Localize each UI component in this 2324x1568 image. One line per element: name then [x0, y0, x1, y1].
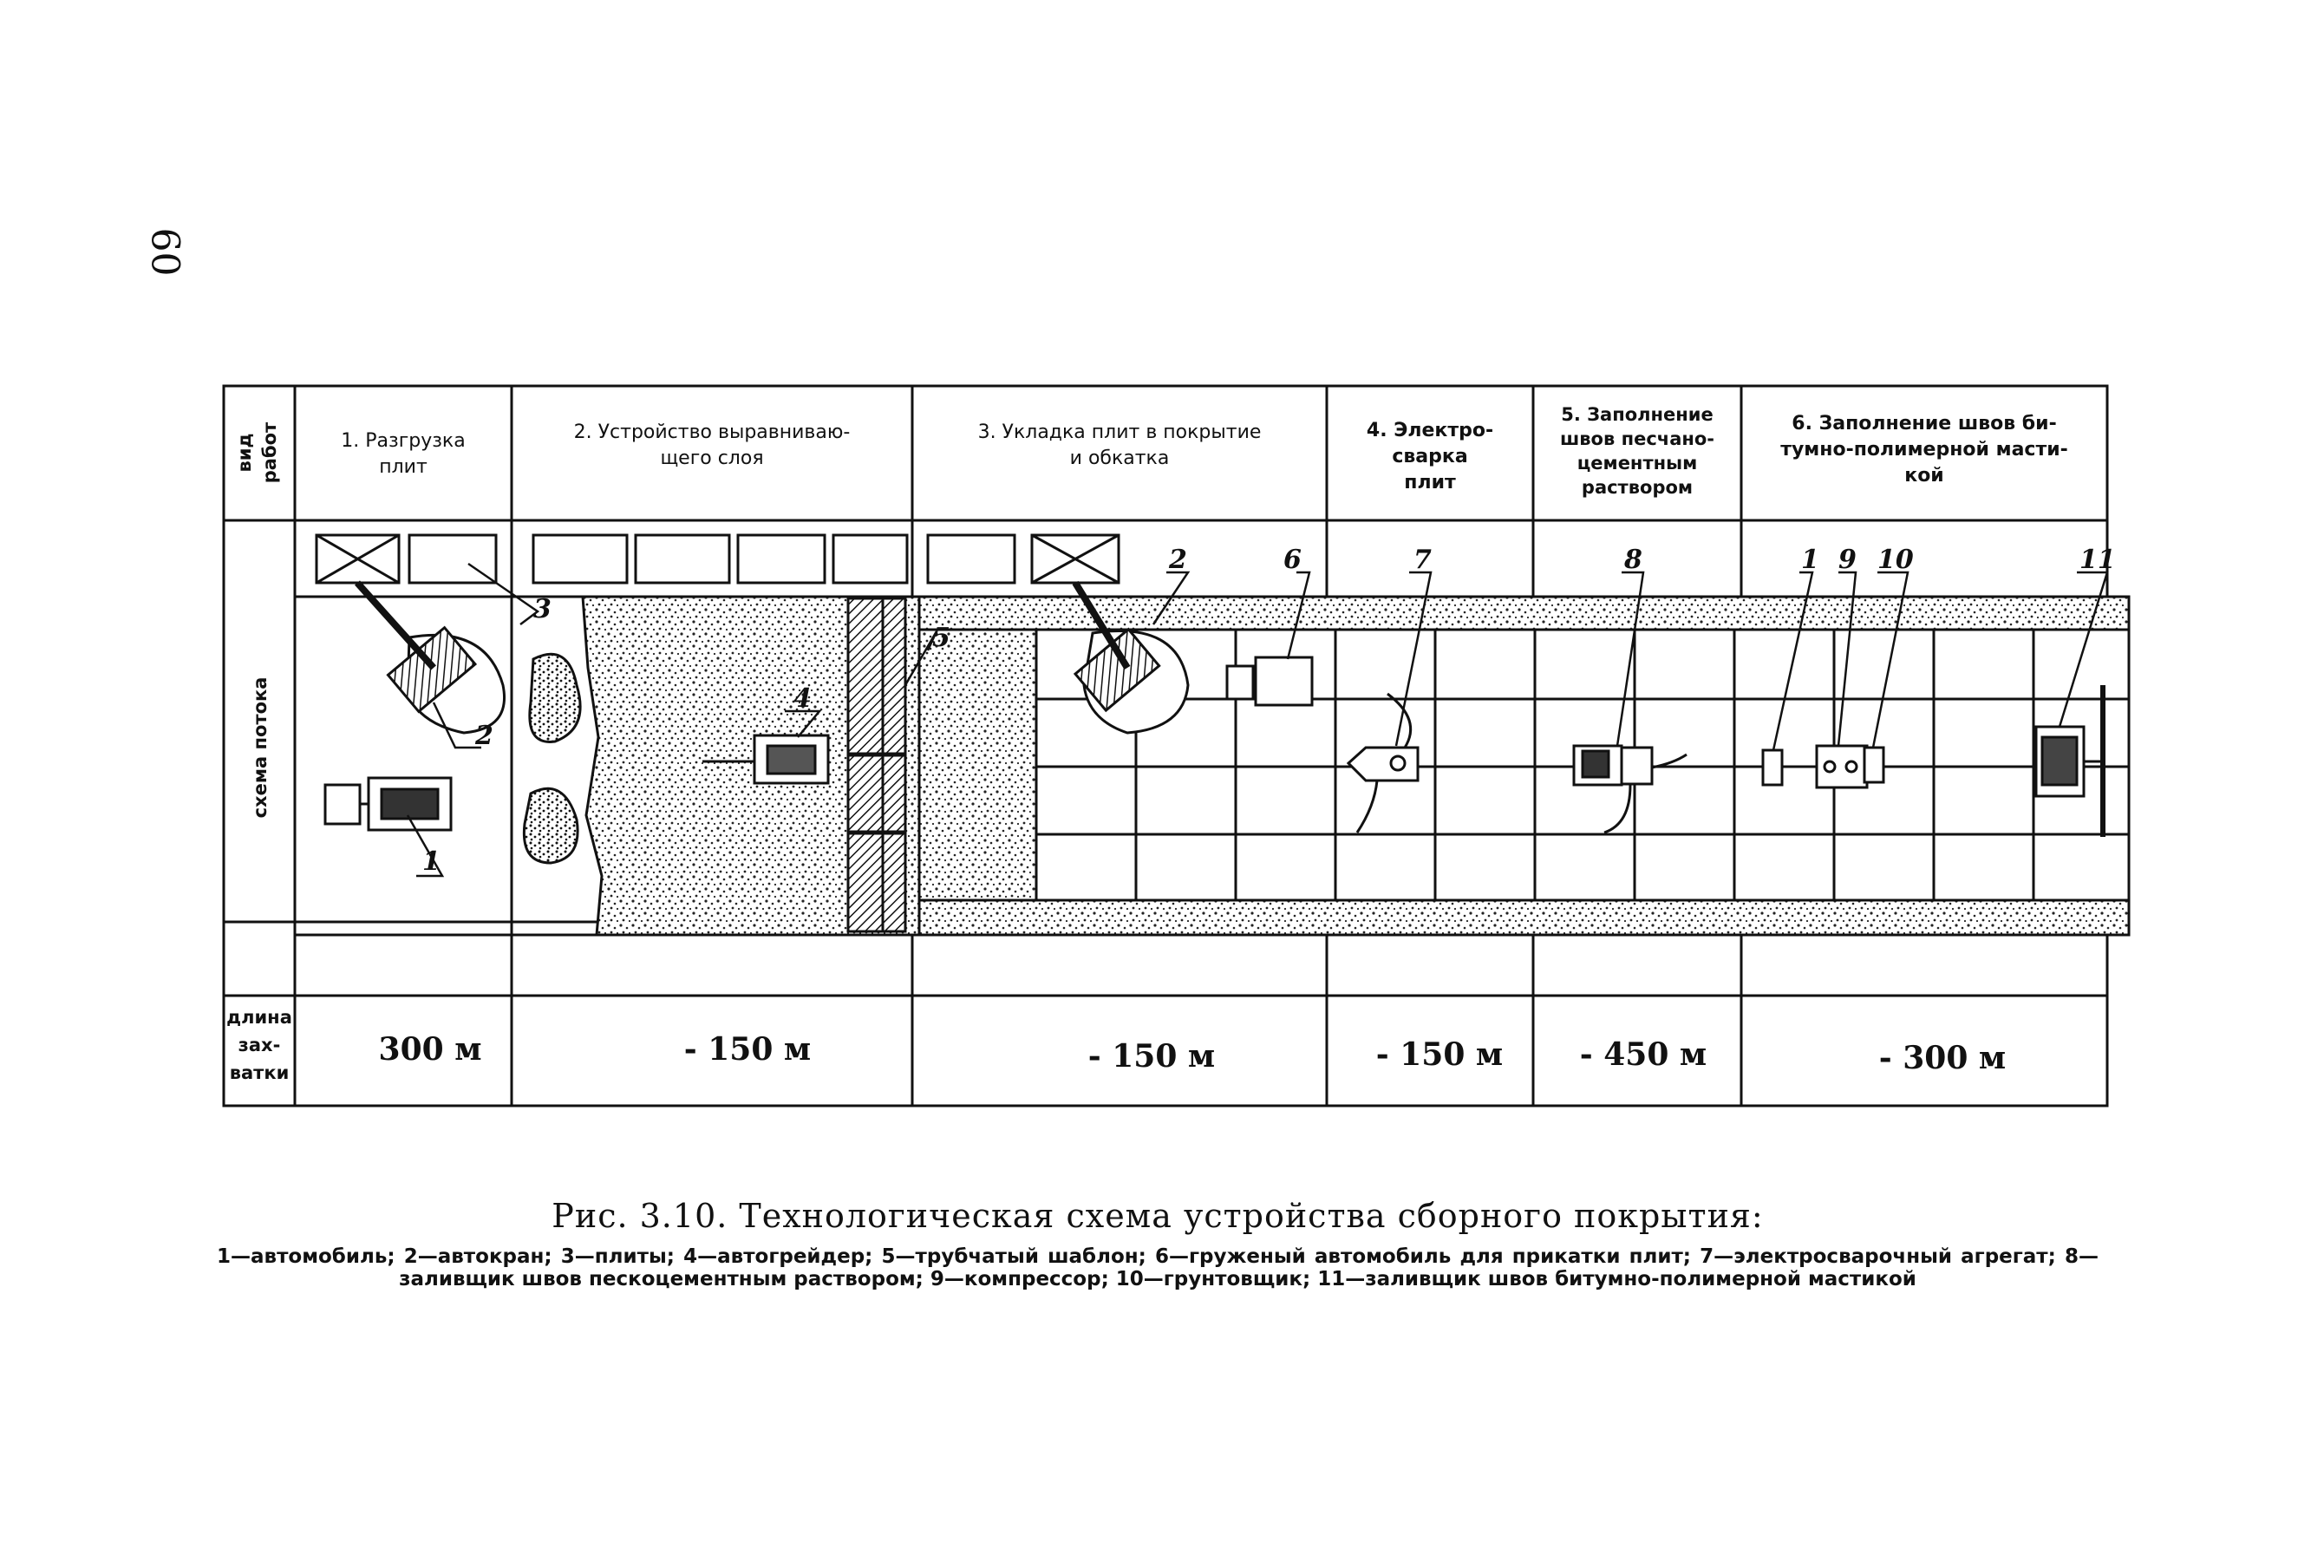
flow-scheme-drawing	[295, 533, 2131, 937]
row-label-flow-scheme: схема потока	[250, 677, 271, 819]
stage-4-title-line-1: 4. Электро-	[1367, 420, 1493, 441]
stage-6-title-line-2: тумно-полимерной масти-	[1780, 439, 2068, 461]
stage-4-title-line-2: сварка	[1392, 446, 1467, 467]
welding-unit-machine	[1346, 692, 1420, 833]
stage-2-title-line-1: 2. Устройство выравниваю-	[574, 421, 851, 443]
row-label-grip-length-2: зах-	[238, 1035, 281, 1055]
stage-2-title-line-2: щего слоя	[660, 448, 763, 469]
callout-11-mastic-filler: 11	[2079, 545, 2116, 575]
stage-headers: 1. Разгрузка плит 2. Устройство выравнив…	[341, 404, 2068, 498]
stage-5-title-line-2: швов песчано-	[1560, 428, 1714, 449]
callout-9-compressor: 9	[1838, 545, 1857, 575]
callout-numbers: 1 2 3 4 5 6 7 8 1 9 10 11 2	[422, 545, 2116, 877]
callout-leaders	[406, 562, 2109, 878]
stage-6-length: - 300 м	[1879, 1040, 2006, 1076]
callout-5-template: 5	[932, 623, 950, 653]
compressor-group-machines	[1761, 744, 2034, 789]
stage-6-title-line-3: кой	[1904, 465, 1943, 487]
row-labels: вид работ схема потока длина зах- ватки	[226, 421, 292, 1083]
figure-caption: Рис. 3.10. Технологическая схема устройс…	[217, 1197, 2099, 1290]
callout-10-primer: 10	[1877, 545, 1914, 575]
stage-4-length: - 150 м	[1376, 1036, 1503, 1073]
stage-5-title-line-1: 5. Заполнение	[1561, 404, 1714, 425]
stage-1-title-line-1: 1. Разгрузка	[341, 430, 465, 452]
stage-5-title-line-4: раствором	[1582, 477, 1693, 498]
stage-3-title-line-1: 3. Укладка плит в покрытие	[978, 421, 1262, 443]
stage-3-title-line-2: и обкатка	[1070, 448, 1170, 469]
stage-1-title-line-2: плит	[379, 456, 428, 478]
grader-machine	[702, 734, 830, 785]
caption-title: Рис. 3.10. Технологическая схема устройс…	[552, 1197, 1764, 1235]
truck-crane-machine	[355, 580, 506, 735]
callout-6-loaded-truck: 6	[1283, 545, 1302, 575]
callout-1-truck-stage-6: 1	[1801, 545, 1819, 575]
road-shoulder-bottom	[917, 898, 2131, 937]
stage-4-title-line-3: плит	[1404, 472, 1456, 493]
row-label-work-type-2: работ	[259, 421, 280, 483]
road-shoulder-top	[917, 595, 2131, 631]
sand-pile	[522, 787, 579, 865]
callout-7-welding-unit: 7	[1413, 545, 1432, 575]
stage-3-length: - 150 м	[1088, 1038, 1215, 1075]
truck-crane-machine	[1072, 580, 1190, 735]
row-label-grip-length-3: ватки	[230, 1062, 290, 1083]
row-label-grip-length-1: длина	[226, 1007, 292, 1028]
callout-2-crane-stage-3: 2	[1168, 545, 1187, 575]
stage-5-length: - 450 м	[1580, 1036, 1707, 1073]
loaded-truck-machine	[1225, 656, 1314, 707]
callout-3-slabs: 3	[533, 594, 552, 624]
callout-4-grader: 4	[793, 683, 812, 714]
callout-1-truck: 1	[422, 846, 441, 877]
stage-5-title-line-3: цементным	[1577, 453, 1698, 474]
callout-2-crane: 2	[474, 721, 493, 751]
stage-1-length: 300 м	[379, 1031, 482, 1068]
slab-stack-row	[315, 533, 1120, 585]
truck-machine	[323, 776, 453, 832]
seam-filler-machine	[1572, 744, 1688, 834]
callout-8-seam-filler: 8	[1623, 545, 1642, 575]
stage-6-title-line-1: 6. Заполнение швов би-	[1792, 413, 2056, 434]
road-dotted-left	[917, 628, 1038, 902]
row-label-work-type-1: вид	[234, 434, 255, 473]
sand-pile	[528, 652, 582, 743]
caption-legend: 1—автомобиль; 2—автокран; 3—плиты; 4—авт…	[217, 1245, 2099, 1290]
stage-2-length: - 150 м	[684, 1031, 811, 1068]
tubular-template	[846, 597, 907, 933]
grip-lengths: 300 м - 150 м - 150 м - 150 м - 450 м - …	[379, 1031, 2007, 1076]
